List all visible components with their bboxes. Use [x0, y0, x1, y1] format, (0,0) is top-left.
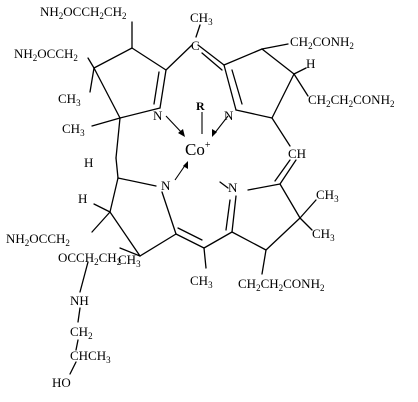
label-ho: HO — [52, 375, 71, 390]
bond — [231, 231, 267, 251]
bond — [279, 183, 301, 219]
label-cobalt: Co+ — [185, 140, 211, 159]
label-top-left-chain: NH2OCCH2CH2 — [40, 4, 126, 21]
label-ch-right: CH — [288, 146, 306, 161]
bond — [247, 183, 281, 191]
label-left-methyl-upper: CH3 — [58, 91, 81, 108]
bond — [93, 203, 111, 213]
bond — [195, 24, 201, 38]
bond — [177, 227, 203, 241]
arrowhead — [183, 161, 188, 169]
label-h-left-lower: H — [78, 191, 87, 206]
bond — [261, 48, 295, 75]
bond — [219, 181, 229, 189]
bond — [223, 64, 237, 111]
bond — [203, 231, 233, 249]
label-h-left-mid: H — [84, 155, 93, 170]
label-ch2: CH2 — [70, 324, 93, 341]
bond — [293, 67, 307, 75]
bond — [89, 67, 95, 93]
arrow-n-co — [165, 115, 184, 135]
bond — [153, 71, 160, 105]
bond — [274, 159, 291, 182]
label-left-methyl-lower: CH3 — [62, 121, 85, 138]
bond — [299, 199, 317, 219]
bond — [159, 69, 167, 109]
bond — [235, 109, 273, 119]
bond — [115, 117, 121, 159]
arrowhead — [212, 129, 217, 137]
bond — [119, 107, 161, 119]
bond — [91, 211, 111, 233]
bond — [165, 44, 193, 71]
label-meso-c: C — [191, 38, 200, 53]
bond — [293, 73, 309, 97]
bond — [197, 44, 225, 66]
bond — [231, 69, 243, 105]
bond — [139, 233, 177, 257]
bond — [261, 43, 289, 50]
bond — [231, 195, 237, 233]
label-n-lower-left: N — [161, 178, 171, 193]
label-propanoate-chain: OCCH2CH2 — [58, 250, 121, 267]
label-right-dimethyl-lower: CH3 — [312, 226, 335, 243]
label-left-upper-chain: NH2OCCH2 — [14, 46, 78, 63]
bond — [223, 48, 263, 66]
label-nh: NH — [70, 293, 89, 308]
bond — [201, 52, 223, 71]
atom-labels: NH2OCCH2CH2 NH2OCCH2 CH3 C CH2CONH2 H CH… — [6, 4, 394, 390]
label-lower-left-methyl: CH3 — [118, 252, 141, 269]
label-bottom-right-chain: CH2CH2CONH2 — [238, 276, 324, 293]
label-h-top-right: H — [306, 56, 315, 71]
label-bottom-methyl: CH3 — [190, 273, 213, 290]
arrow-n-co — [213, 115, 229, 135]
label-left-lower-chain: NH2OCCH2 — [6, 231, 70, 248]
bond — [115, 157, 119, 179]
label-r-group: R — [196, 99, 205, 113]
bond — [131, 47, 167, 71]
bond — [261, 249, 267, 275]
arrowhead — [178, 129, 185, 137]
bond — [299, 217, 313, 231]
bond — [77, 307, 81, 323]
label-chch3: CHCH3 — [70, 348, 111, 365]
bond — [79, 261, 89, 293]
bonds — [69, 21, 317, 375]
bond — [109, 211, 141, 257]
label-top-right-chain: CH2CONH2 — [290, 34, 354, 51]
bond — [87, 57, 95, 69]
bond — [93, 47, 133, 69]
label-n-upper-left: N — [153, 108, 163, 123]
bond — [109, 177, 119, 213]
bond — [279, 159, 297, 185]
label-right-chain: CH2CH2CONH2 — [308, 92, 394, 109]
bond — [271, 73, 295, 119]
bond — [225, 199, 231, 231]
bond — [119, 247, 141, 257]
bond — [203, 247, 207, 269]
bond — [271, 117, 291, 147]
bond — [175, 233, 205, 249]
label-right-dimethyl-upper: CH3 — [316, 187, 339, 204]
bond — [75, 339, 79, 351]
bond — [161, 191, 177, 235]
bond — [69, 361, 77, 375]
label-n-upper-right: N — [224, 108, 234, 123]
bond — [265, 217, 301, 251]
label-n-lower-right: N — [228, 180, 238, 195]
bond — [91, 117, 121, 127]
bond — [117, 177, 157, 187]
label-top-methyl: CH3 — [190, 10, 213, 27]
bond — [93, 67, 121, 119]
